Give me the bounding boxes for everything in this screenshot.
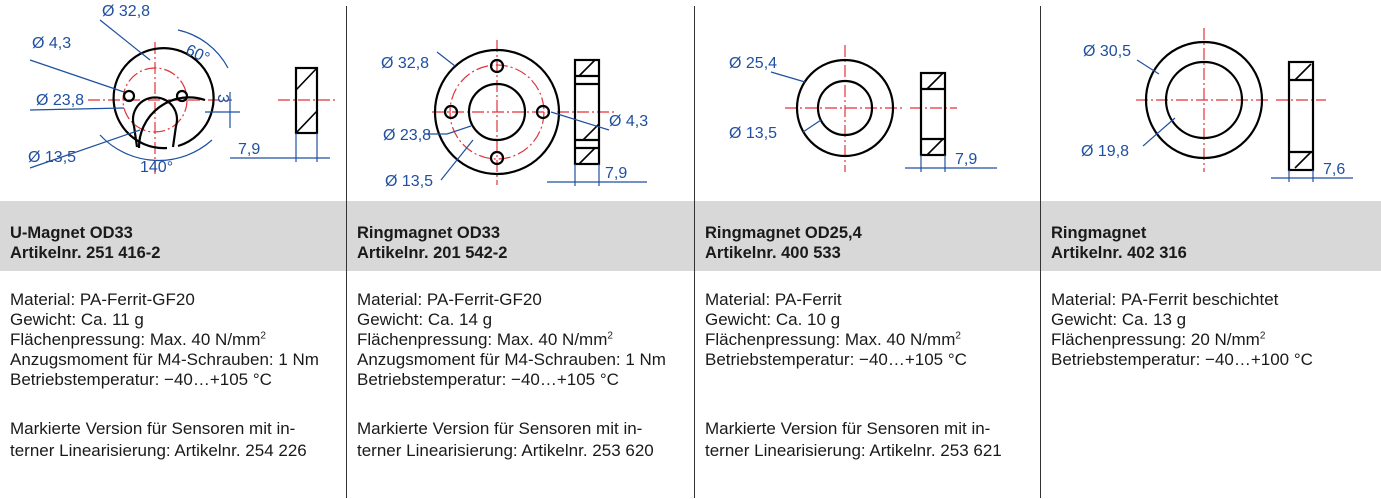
dim-inner-diameter: Ø 13,5 [28,149,76,166]
spec-weight: Gewicht: Ca. 10 g [705,310,841,329]
spec-pressure: Flächenpressung: 20 N/mm2 [1051,330,1266,349]
product-header-band: Ringmagnet OD25,4 Artikelnr. 400 533 [695,201,1040,271]
column-divider [694,6,695,498]
product-name: Ringmagnet OD25,4 [705,224,862,242]
spec-material: Material: PA-Ferrit [705,290,842,309]
spec-pressure: Flächenpressung: Max. 40 N/mm2 [357,330,613,349]
spec-material: Material: PA-Ferrit-GF20 [10,290,195,309]
dim-hole-diameter: Ø 4,3 [609,113,648,130]
product-specs: Material: PA-Ferrit Gewicht: Ca. 10 g Fl… [705,290,967,370]
spec-pressure: Flächenpressung: Max. 40 N/mm2 [10,330,266,349]
dim-mid-diameter: Ø 23,8 [36,92,84,109]
marked-version-note: Markierte Version für Sensoren mit in- t… [10,419,307,460]
spec-pressure: Flächenpressung: Max. 40 N/mm2 [705,330,961,349]
dim-thickness: 7,9 [605,165,627,182]
dim-mid-diameter: Ø 23,8 [383,127,431,144]
spec-weight: Gewicht: Ca. 13 g [1051,310,1187,329]
product-header-band: Ringmagnet OD33 Artikelnr. 201 542-2 [347,201,694,271]
dim-hole-diameter: Ø 4,3 [32,35,71,52]
marked-version-note: Markierte Version für Sensoren mit in- t… [705,419,1002,460]
spec-weight: Gewicht: Ca. 14 g [357,310,493,329]
product-name: Ringmagnet OD33 [357,224,501,242]
dim-angle-small: 60° [183,42,212,68]
product-specs: Material: PA-Ferrit-GF20 Gewicht: Ca. 11… [10,290,319,390]
spec-material: Material: PA-Ferrit-GF20 [357,290,542,309]
product-column-ring: Ø 30,5 Ø 19,8 7,6 Ringmagnet Artikelnr. … [1041,0,1381,499]
product-article-number: Artikelnr. 201 542-2 [357,244,508,262]
spec-temperature: Betriebstemperatur: −40…+105 °C [357,370,619,389]
product-header-band: U-Magnet OD33 Artikelnr. 251 416-2 [0,201,346,271]
dim-inner-diameter: Ø 13,5 [729,125,777,142]
dim-thickness: 7,9 [238,141,260,158]
product-name: Ringmagnet [1051,224,1147,242]
technical-drawing-ring: Ø 30,5 Ø 19,8 7,6 [1041,0,1381,200]
dim-outer-diameter: Ø 32,8 [102,3,150,20]
dim-outer-diameter: Ø 30,5 [1083,43,1131,60]
technical-drawing-u-magnet: Ø 4,3 Ø 32,8 60° Ø 23,8 3 7,9 Ø 13,5 140… [0,0,346,200]
product-article-number: Artikelnr. 251 416-2 [10,244,161,262]
dim-inner-diameter: Ø 13,5 [385,173,433,190]
product-header-band: Ringmagnet Artikelnr. 402 316 [1041,201,1381,271]
spec-weight: Gewicht: Ca. 11 g [10,310,144,329]
product-column-ring-od33: Ø 32,8 Ø 23,8 Ø 13,5 Ø 4,3 7,9 Ringmagne… [347,0,694,499]
column-divider [1040,6,1041,498]
product-specs: Material: PA-Ferrit-GF20 Gewicht: Ca. 14… [357,290,666,390]
spec-torque: Anzugsmoment für M4-Schrauben: 1 Nm [10,350,319,369]
product-article-number: Artikelnr. 402 316 [1051,244,1187,262]
product-column-u-magnet: Ø 4,3 Ø 32,8 60° Ø 23,8 3 7,9 Ø 13,5 140… [0,0,346,499]
spec-temperature: Betriebstemperatur: −40…+105 °C [705,350,967,369]
technical-drawing-ring-od25: Ø 25,4 Ø 13,5 7,9 [695,0,1040,200]
product-name: U-Magnet OD33 [10,224,133,242]
marked-version-note: Markierte Version für Sensoren mit in- t… [357,419,654,460]
spec-torque: Anzugsmoment für M4-Schrauben: 1 Nm [357,350,666,369]
spec-material: Material: PA-Ferrit beschichtet [1051,290,1279,309]
dim-outer-diameter: Ø 32,8 [381,55,429,72]
column-divider [346,6,347,498]
dim-inner-diameter: Ø 19,8 [1081,143,1129,160]
dim-angle-large: 140° [140,159,173,176]
product-specs: Material: PA-Ferrit beschichtet Gewicht:… [1051,290,1313,370]
dim-outer-diameter: Ø 25,4 [729,55,777,72]
spec-temperature: Betriebstemperatur: −40…+100 °C [1051,350,1313,369]
dim-thickness: 7,9 [955,151,977,168]
spec-temperature: Betriebstemperatur: −40…+105 °C [10,370,272,389]
dim-slot: 3 [214,94,231,103]
product-column-ring-od25: Ø 25,4 Ø 13,5 7,9 Ringmagnet OD25,4 Arti… [695,0,1040,499]
dim-thickness: 7,6 [1323,161,1345,178]
technical-drawing-ring-od33: Ø 32,8 Ø 23,8 Ø 13,5 Ø 4,3 7,9 [347,0,694,200]
product-article-number: Artikelnr. 400 533 [705,244,841,262]
